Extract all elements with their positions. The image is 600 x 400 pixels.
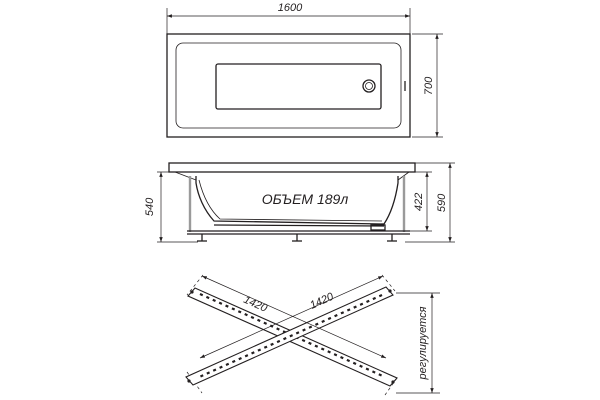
- beam-left-dimension-line: [201, 275, 387, 359]
- tub-body-side: [195, 176, 399, 225]
- tub-basin-outline: [215, 63, 382, 110]
- volume-label: ОБЪЕМ 189л: [262, 191, 349, 207]
- height-left-label: 540: [144, 197, 156, 216]
- frame-foot-1: [197, 234, 207, 242]
- width-label: 700: [423, 76, 435, 95]
- adjustable-label: регулируется: [417, 306, 429, 380]
- drain-icon: [362, 79, 376, 93]
- depth-label: 422: [413, 193, 425, 211]
- drain-pipe-side: [370, 224, 386, 231]
- tub-bowl-outline: [175, 42, 402, 129]
- top-view: 1600 700: [166, 2, 443, 138]
- height-right-label: 590: [436, 193, 448, 212]
- tub-rim-side: [168, 162, 416, 173]
- length-label: 1600: [278, 2, 303, 14]
- frame-foot-3: [387, 234, 397, 242]
- frame-foot-2: [292, 234, 302, 242]
- tub-rim-outline: [166, 33, 411, 138]
- beam-right-label: 1420: [308, 290, 336, 311]
- side-view: ОБЪЕМ 189л 540 422 590: [144, 162, 455, 243]
- frame-view: 1420 1420 регулируется: [185, 274, 440, 396]
- beam-right-dimension-line: [199, 275, 384, 359]
